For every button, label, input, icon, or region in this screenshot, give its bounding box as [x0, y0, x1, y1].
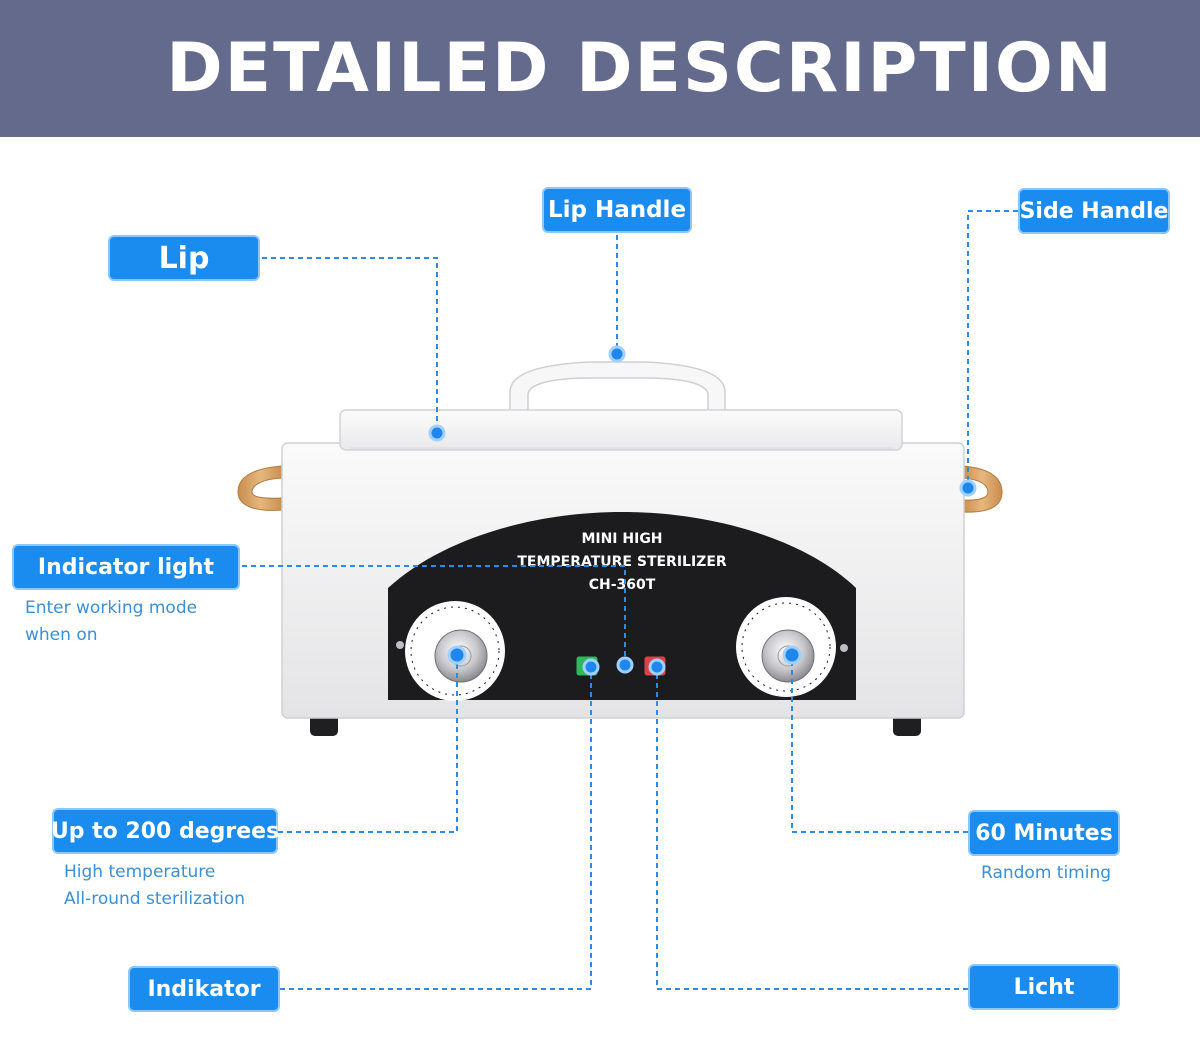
- label-temperature: Up to 200 degrees: [51, 808, 279, 854]
- page-title: DETAILED DESCRIPTION: [166, 29, 1114, 108]
- screw-left: [396, 641, 404, 649]
- temperature-description-line-1: High temperature: [64, 862, 216, 882]
- label-licht: Licht: [968, 964, 1120, 1010]
- label-side-handle: Side Handle: [1018, 188, 1170, 234]
- leader-lines: [242, 210, 1018, 990]
- lid-handle: [509, 361, 726, 413]
- header-banner: DETAILED DESCRIPTION: [0, 0, 1200, 137]
- leader-dots: [428, 345, 977, 676]
- panel-text-line-3: CH-360T: [589, 577, 656, 593]
- label-indicator-light: Indicator light: [12, 544, 240, 590]
- temperature-description-line-2: All-round sterilization: [64, 889, 246, 909]
- label-indikator: Indikator: [128, 966, 280, 1012]
- label-timer: 60 Minutes: [968, 810, 1120, 856]
- timer-dial: [736, 597, 836, 697]
- label-lip-handle: Lip Handle: [542, 187, 692, 233]
- panel-text-line-2: TEMPERATURE STERILIZER: [517, 554, 727, 570]
- left-side-handle: [237, 465, 284, 511]
- panel-text-line-1: MINI HIGH: [581, 531, 662, 547]
- indicator-light-description-line-2: when on: [25, 625, 98, 645]
- label-lip: Lip: [108, 235, 260, 281]
- screw-right: [840, 644, 848, 652]
- timer-description: Random timing: [981, 863, 1112, 883]
- indicator-light-description-line-1: Enter working mode: [25, 598, 198, 618]
- sterilizer-lid: [339, 409, 903, 451]
